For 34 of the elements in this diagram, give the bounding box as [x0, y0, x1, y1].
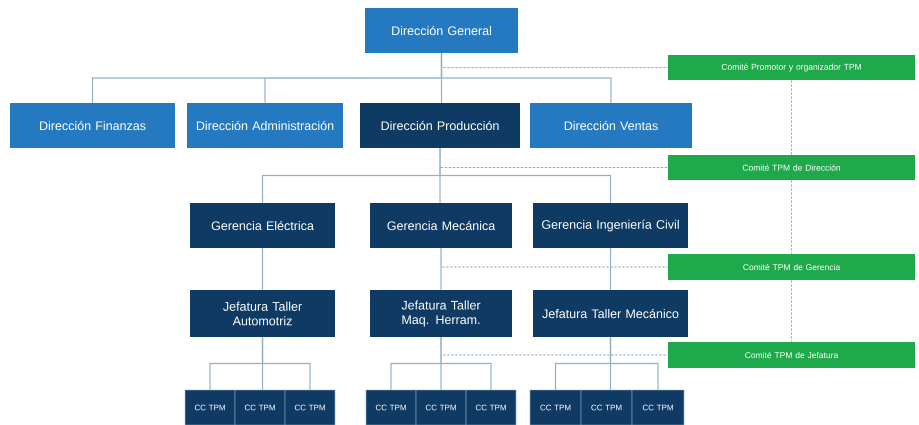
- committee-box: Comité TPM de Jefatura: [668, 342, 915, 368]
- dashed-connector: [440, 336, 668, 356]
- dashed-connector: [791, 180, 792, 254]
- org-box: Dirección General: [365, 8, 518, 53]
- circle-box: CC TPM: [284, 390, 336, 425]
- org-box: Jefatura Taller Mecánico: [533, 290, 688, 337]
- committee-box: Comité TPM de Dirección: [668, 155, 915, 180]
- org-box: Dirección Producción: [360, 103, 520, 148]
- connector-line: [440, 53, 612, 103]
- connector-line: [262, 337, 311, 390]
- org-box: Gerencia Ingeniería Civil: [533, 203, 688, 248]
- org-box: Gerencia Mecánica: [370, 203, 512, 248]
- circle-box: CC TPM: [466, 390, 516, 425]
- dashed-connector: [791, 80, 792, 156]
- connector-line: [440, 248, 442, 290]
- connector-line: [610, 248, 612, 290]
- dashed-connector: [791, 280, 792, 342]
- dashed-connector: [440, 248, 668, 268]
- org-box: Dirección Administración: [187, 103, 343, 148]
- connector-line: [439, 148, 612, 203]
- dashed-connector: [441, 52, 668, 68]
- connector-line: [440, 337, 492, 390]
- connector-line: [610, 337, 659, 390]
- org-box: Dirección Ventas: [530, 103, 692, 148]
- connector-line: [262, 248, 264, 290]
- org-box: Jefatura Taller Automotriz: [190, 290, 335, 337]
- circle-box: CC TPM: [234, 390, 286, 425]
- dashed-connector: [440, 148, 668, 168]
- committee-box: Comité TPM de Gerencia: [668, 254, 915, 280]
- org-box: Jefatura Taller Maq. Herram.: [370, 290, 512, 337]
- committee-box: Comité Promotor y organizador TPM: [668, 55, 915, 80]
- circle-box: CC TPM: [530, 390, 582, 425]
- org-box: Dirección Finanzas: [10, 103, 175, 148]
- org-box: Gerencia Eléctrica: [190, 203, 335, 248]
